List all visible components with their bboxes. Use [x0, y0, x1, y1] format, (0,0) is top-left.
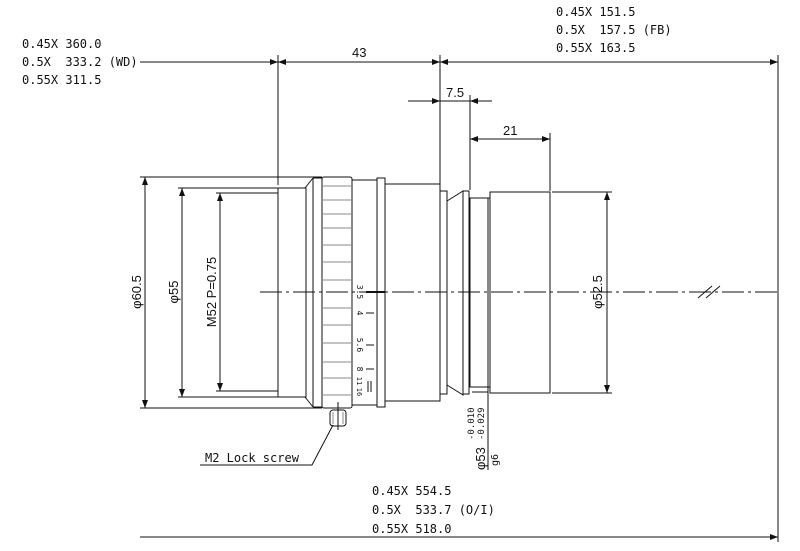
oi-line: 0.55X 518.0: [372, 522, 451, 536]
wd-line: 0.45X 360.0: [22, 37, 101, 51]
dim-7-5: 7.5: [446, 85, 464, 100]
top-dimension: 43: [140, 45, 779, 542]
dim-m52-thread: M52 P=0.75: [204, 257, 219, 327]
tol-lower: -0.029: [477, 407, 487, 440]
f-stop: 8: [355, 367, 364, 372]
aperture-scale: 3.5 4 5.6 8 11 16: [355, 285, 374, 396]
f-stop: 16: [355, 388, 363, 396]
dim-phi-55: φ55: [166, 281, 181, 304]
lens-body: 3.5 4 5.6 8 11 16: [277, 176, 551, 409]
oi-line: 0.5X 533.7 (O/I): [372, 503, 495, 517]
dim-rear: 21: [470, 123, 551, 191]
dim-phi-53: φ53: [473, 447, 488, 470]
dim-phi-60-5: φ60.5: [129, 275, 144, 309]
f-stop: 3.5: [355, 285, 364, 300]
lock-screw-label: M2 Lock screw: [205, 451, 300, 465]
fit-class: g6: [490, 454, 501, 466]
tol-upper: -0.010: [467, 407, 477, 440]
fb-line: 0.45X 151.5: [556, 5, 635, 19]
wd-line: 0.5X 333.2 (WD): [22, 55, 138, 69]
dim-flange: 7.5: [408, 85, 492, 190]
wd-line: 0.55X 311.5: [22, 73, 101, 87]
object-image-table: 0.45X 554.5 0.5X 533.7 (O/I) 0.55X 518.0: [372, 484, 495, 536]
break-mark: [697, 285, 721, 299]
diameter-dims: φ60.5 φ55 M52 P=0.75: [129, 176, 322, 409]
flange-back-table: 0.45X 151.5 0.5X 157.5 (FB) 0.55X 163.5: [556, 5, 672, 55]
f-stop: 11: [355, 377, 363, 385]
rear-diameter-dims: φ52.5 φ53 -0.010 -0.029 g6: [467, 191, 612, 470]
fb-line: 0.55X 163.5: [556, 41, 635, 55]
dim-phi-52-5: φ52.5: [590, 275, 605, 309]
working-distance-table: 0.45X 360.0 0.5X 333.2 (WD) 0.55X 311.5: [22, 37, 138, 87]
oi-line: 0.45X 554.5: [372, 484, 451, 498]
lock-screw: M2 Lock screw: [200, 402, 347, 466]
fb-line: 0.5X 157.5 (FB): [556, 23, 672, 37]
dim-43: 43: [352, 45, 366, 60]
dim-21: 21: [503, 123, 517, 138]
f-stop: 4: [355, 311, 364, 316]
f-stop: 5.6: [355, 338, 364, 353]
